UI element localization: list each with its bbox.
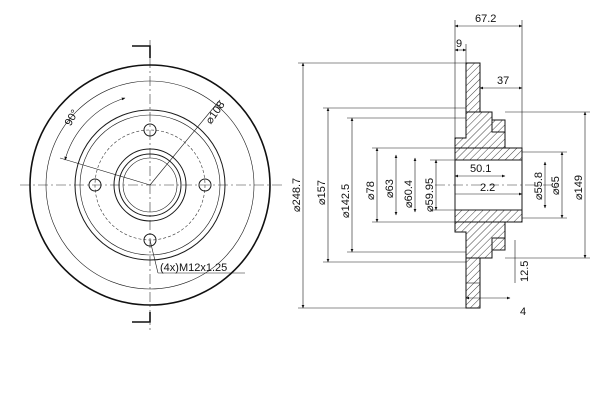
angle-leader-1 bbox=[59, 157, 151, 186]
disc-face-circle bbox=[45, 80, 255, 290]
dim-149: ⌀149 bbox=[573, 175, 585, 200]
dim-disc-dia: ⌀248.7 bbox=[291, 178, 303, 212]
hat-section-lower bbox=[454, 221, 506, 259]
dim-604: ⌀60.4 bbox=[403, 180, 415, 208]
bore-inner bbox=[118, 153, 182, 217]
dim-65: ⌀65 bbox=[550, 176, 562, 195]
bore-core bbox=[122, 157, 178, 213]
hub-wall-lower bbox=[454, 209, 523, 223]
dim-5995: ⌀59.95 bbox=[424, 178, 436, 212]
pcd-leader bbox=[149, 117, 206, 186]
disc-section-upper bbox=[465, 62, 481, 113]
thread-label: (4x)M12x1.25 bbox=[160, 262, 227, 274]
hat-section-upper bbox=[454, 111, 506, 149]
bolt-hole-bottom bbox=[143, 233, 157, 247]
angle-arc bbox=[64, 97, 126, 161]
hub-outer-ring bbox=[74, 109, 226, 261]
dim-inner-depth: 50.1 bbox=[470, 163, 491, 175]
pcd-leader-ext bbox=[204, 99, 221, 119]
dim-hub-depth: 37 bbox=[497, 75, 509, 87]
hub-wall-upper bbox=[454, 147, 523, 161]
dim-558: ⌀55.8 bbox=[533, 172, 545, 200]
bore-outer bbox=[113, 148, 187, 222]
section-marker-bottom bbox=[132, 312, 151, 323]
front-view: 90° ⌀108 (4x)M12x1.25 bbox=[20, 40, 282, 330]
dim-gap: 2.2 bbox=[480, 182, 495, 194]
dim-thickness: 12.5 bbox=[519, 261, 531, 282]
pcd-label: ⌀108 bbox=[203, 99, 227, 126]
dim-total-width: 67.2 bbox=[475, 13, 496, 25]
section-bolt-lower bbox=[491, 237, 506, 251]
hub-ring-2 bbox=[79, 114, 221, 256]
angle-label: 90° bbox=[63, 108, 82, 128]
dim-flange-offset: 9 bbox=[456, 38, 462, 50]
bolt-hole-top bbox=[143, 123, 157, 137]
dim-min-thickness: 4 bbox=[520, 306, 526, 318]
bolt-hole-right bbox=[198, 178, 212, 192]
section-bore bbox=[454, 159, 523, 211]
section-bolt-upper bbox=[491, 119, 506, 133]
section-marker-top bbox=[132, 45, 151, 58]
thread-leader bbox=[149, 239, 159, 274]
dim-157: ⌀157 bbox=[316, 180, 328, 205]
dim-142: ⌀142.5 bbox=[340, 184, 352, 218]
section-view: 67.2 9 37 ⌀248.7 ⌀157 ⌀142.5 ⌀78 ⌀63 bbox=[291, 13, 590, 318]
disc-outer-edge bbox=[29, 64, 271, 306]
bolt-hole-left bbox=[88, 178, 102, 192]
dim-63: ⌀63 bbox=[384, 179, 396, 198]
dim-78: ⌀78 bbox=[365, 181, 377, 200]
bolt-holes bbox=[88, 123, 212, 247]
